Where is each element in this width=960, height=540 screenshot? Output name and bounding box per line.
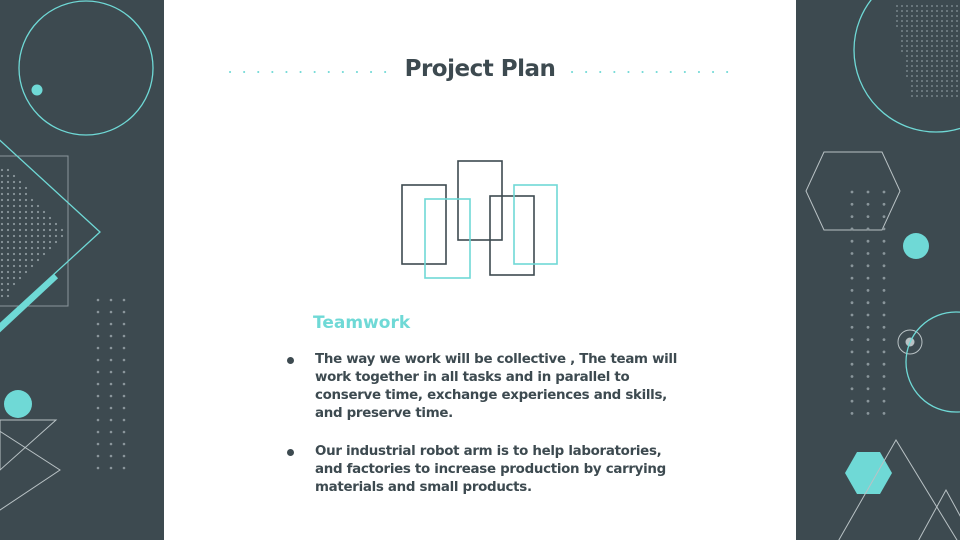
bullet-item: The way we work will be collective , The… xyxy=(284,351,684,423)
bullet-icon xyxy=(287,357,294,364)
section-heading: Teamwork xyxy=(313,313,411,333)
bullet-text: Our industrial robot arm is to help labo… xyxy=(315,444,666,495)
right-decorative-panel xyxy=(796,0,960,540)
left-decorative-panel xyxy=(0,0,164,540)
bullet-item: Our industrial robot arm is to help labo… xyxy=(284,443,684,497)
bullet-text: The way we work will be collective , The… xyxy=(315,352,678,421)
title-dotted-line-right xyxy=(571,71,733,73)
overlapping-rectangles-icon xyxy=(401,160,558,279)
left-decoration-graphics xyxy=(0,0,154,511)
right-decoration-graphics xyxy=(805,0,960,540)
bullet-icon xyxy=(287,449,294,456)
bullet-list: The way we work will be collective , The… xyxy=(284,351,684,517)
slide-title: Project Plan xyxy=(404,56,556,82)
title-bar: Project Plan xyxy=(164,52,796,88)
